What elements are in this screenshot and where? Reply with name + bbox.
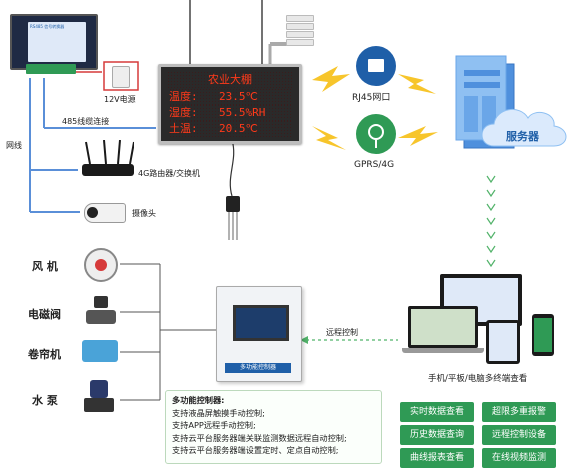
router-label: 4G路由器/交换机 [138,169,200,178]
remote-control-button[interactable]: 远程控制设备 [482,425,556,445]
history-data-button[interactable]: 历史数据查询 [400,425,474,445]
soil-probe-icon [226,196,240,212]
led-row-value: 23.5℃ [219,90,258,103]
roller-motor-icon [82,340,118,362]
power-label: 12V电源 [104,95,136,104]
laptop-base [402,348,484,353]
rj45-icon [356,46,396,86]
router-icon [82,164,134,176]
device-label-solenoid-valve: 电磁阀 [28,308,61,321]
router-antennas [85,140,134,165]
features-box: 多功能控制器: 支持液晶屏触摸手动控制; 支持APP远程手动控制; 支持云平台服… [165,390,382,464]
fan-icon [84,248,118,282]
solenoid-valve-icon [86,296,116,326]
terminals-label: 手机/平板/电脑多终端查看 [428,374,528,384]
device-label-pump: 水 泵 [32,394,58,407]
led-row-value: 55.5%RH [219,106,266,119]
converter-panel: RS485 信号转换器 [28,22,86,62]
video-monitor-button[interactable]: 在线视频监测 [482,448,556,468]
control-cabinet: 多功能控制器 [216,286,302,382]
server-label: 服务器 [506,130,539,143]
water-pump-icon [84,380,114,414]
feature-line: 支持液晶屏触摸手动控制; [172,407,265,418]
device-label-roller: 卷帘机 [28,348,61,361]
power-adapter-icon [112,66,130,88]
weather-sensor-icon [286,14,314,46]
rj45-label: RJ45网口 [352,93,391,103]
led-row-temperature: 温度: 23.5℃ [169,88,293,105]
cabinet-label: 多功能控制器 [239,364,276,371]
features-title: 多功能控制器: [172,395,225,405]
led-row-value: 20.5℃ [219,122,258,135]
tablet-icon [486,320,520,364]
rs485-label: 485线缆连接 [62,117,110,126]
led-row-key: 温度: [169,90,198,103]
remote-control-label: 远程控制 [326,328,358,337]
converter-logo-text: RS485 信号转换器 [30,24,65,29]
led-title: 农业大棚 [167,71,293,88]
realtime-data-button[interactable]: 实时数据查看 [400,402,474,422]
feature-line: 支持APP远程手动控制; [172,420,256,431]
feature-line: 支持云平台服务器端关联监测数据远程自动控制; [172,432,347,443]
converter-terminals [26,64,76,74]
led-row-key: 土温: [169,122,198,135]
led-title-text: 农业大棚 [208,73,252,86]
network-label: 网线 [6,141,22,150]
led-display-panel: 农业大棚 温度: 23.5℃ 湿度: 55.5%RH 土温: 20.5℃ [158,64,302,144]
laptop-icon [408,306,478,348]
phone-icon [532,314,554,356]
soil-probe-pins [228,212,238,240]
curve-report-button[interactable]: 曲线报表查看 [400,448,474,468]
cabinet-screen [233,305,289,341]
gprs-label: GPRS/4G [354,160,395,170]
led-row-humidity: 湿度: 55.5%RH [169,104,293,121]
alarm-button[interactable]: 超限多重报警 [482,402,556,422]
camera-label: 摄像头 [132,209,156,218]
led-row-key: 湿度: [169,106,198,119]
device-label-fan: 风 机 [32,260,58,273]
feature-line: 支持云平台服务器端设置定时、定点自动控制; [172,445,339,456]
camera-icon [84,203,126,223]
signal-converter-device: RS485 信号转换器 [10,14,98,70]
led-row-soil-temp: 土温: 20.5℃ [169,120,293,137]
gprs-icon [356,114,396,154]
cabinet-label-bar: 多功能控制器 [225,363,291,373]
